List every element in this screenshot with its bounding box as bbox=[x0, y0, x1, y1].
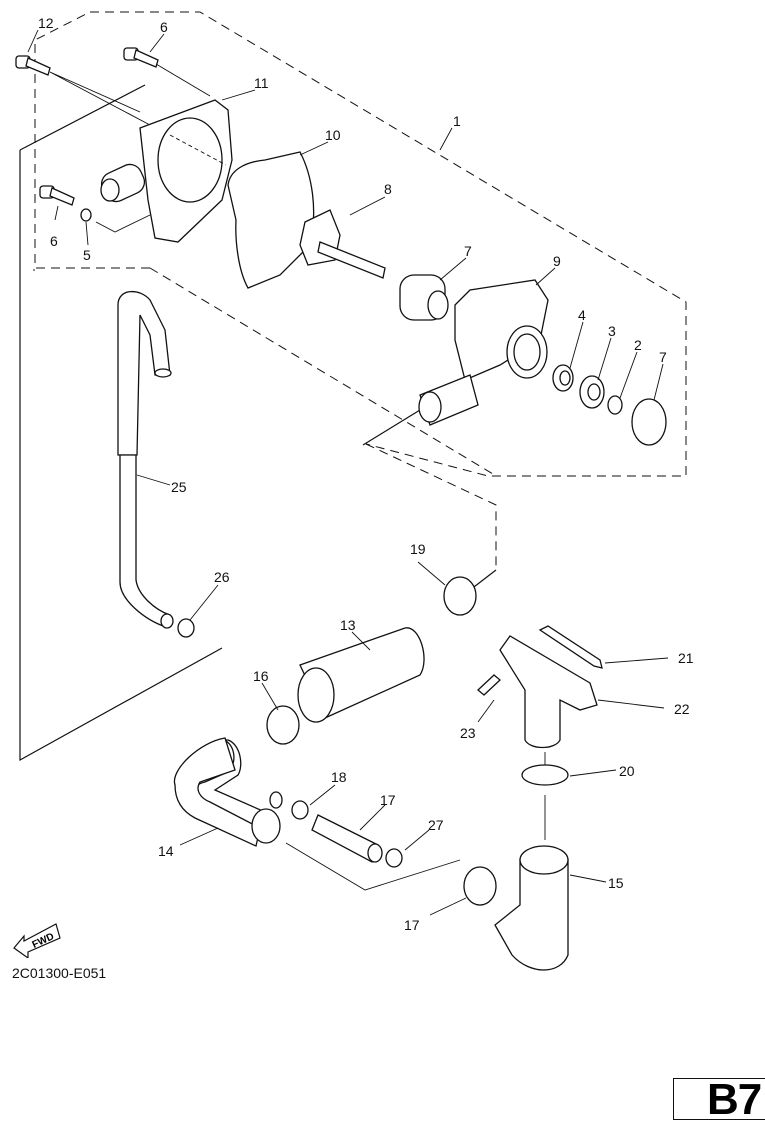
callout-26: 26 bbox=[214, 569, 230, 585]
pump-housing-10 bbox=[418, 279, 549, 426]
callout-9: 8 bbox=[384, 181, 392, 197]
callout-20: 20 bbox=[619, 763, 635, 779]
callout-21: 19 bbox=[410, 541, 426, 557]
bolt-6-lower bbox=[39, 185, 75, 206]
diagram-code: 2C01300-E051 bbox=[12, 965, 107, 981]
bolt-6-top bbox=[123, 47, 211, 97]
callout-25: 25 bbox=[171, 479, 187, 495]
pipe-15 bbox=[173, 737, 283, 847]
pump-cover-12 bbox=[100, 99, 233, 243]
callout-6-top: 6 bbox=[160, 19, 168, 35]
pipe-16 bbox=[494, 845, 569, 971]
callout-13: 12 bbox=[38, 15, 54, 31]
hose-clamp-26 bbox=[177, 618, 195, 638]
callout-14: 13 bbox=[340, 617, 356, 633]
hose-clamp-17-lower bbox=[463, 866, 497, 906]
callout-24: 23 bbox=[460, 725, 476, 741]
callout-7: 7 bbox=[659, 349, 667, 365]
callout-3: 3 bbox=[608, 323, 616, 339]
bolt-13 bbox=[15, 55, 151, 126]
group-outline-left bbox=[19, 84, 223, 762]
callout-11: 10 bbox=[325, 127, 341, 143]
callout-6-lower: 6 bbox=[50, 233, 58, 249]
callout-2: 2 bbox=[634, 337, 642, 353]
callout-19: 18 bbox=[331, 769, 347, 785]
callout-4: 4 bbox=[578, 307, 586, 323]
callout-18: 17 bbox=[380, 792, 396, 808]
callout-23: 22 bbox=[674, 701, 690, 717]
callout-5: 5 bbox=[83, 247, 91, 263]
leader-lines bbox=[27, 29, 669, 916]
callout-1: 1 bbox=[453, 113, 461, 129]
bearing-4 bbox=[552, 364, 574, 392]
fwd-label: FWD bbox=[31, 931, 56, 951]
fwd-arrow-icon: FWD bbox=[13, 923, 61, 960]
hose-clamp-27 bbox=[385, 848, 403, 868]
impeller-9 bbox=[299, 209, 386, 279]
hose-14 bbox=[297, 627, 425, 723]
gasket-22 bbox=[538, 625, 603, 669]
hose-25 bbox=[117, 290, 174, 629]
callout-12: 11 bbox=[254, 75, 269, 91]
hose-clamp-17-upper bbox=[266, 705, 300, 745]
bolt-24 bbox=[477, 674, 501, 696]
hose-clamp-21 bbox=[443, 576, 477, 616]
hose-18 bbox=[311, 814, 383, 863]
washer-5 bbox=[80, 208, 92, 222]
oil-seal-3 bbox=[579, 375, 605, 409]
callout-17-lower: 17 bbox=[404, 917, 420, 933]
forward-direction-indicator: FWD bbox=[12, 918, 64, 963]
callout-27: 27 bbox=[428, 817, 444, 833]
callout-10: 9 bbox=[553, 253, 561, 269]
hose-clamp-19 bbox=[291, 800, 309, 820]
page-badge: B7 bbox=[673, 1075, 765, 1124]
outlet-fitting-23 bbox=[499, 635, 598, 749]
circlip-2 bbox=[607, 395, 623, 415]
callout-22: 21 bbox=[678, 650, 694, 666]
callout-16: 15 bbox=[608, 875, 624, 891]
mechanical-seal-8 bbox=[399, 274, 449, 321]
page-badge-text: B7 bbox=[707, 1075, 762, 1124]
o-ring-7 bbox=[631, 398, 667, 446]
gasket-11 bbox=[227, 151, 315, 289]
callout-17-upper: 16 bbox=[253, 668, 269, 684]
callout-15: 14 bbox=[158, 843, 174, 859]
hose-clamp-20 bbox=[521, 764, 569, 786]
callout-8: 7 bbox=[464, 243, 472, 259]
